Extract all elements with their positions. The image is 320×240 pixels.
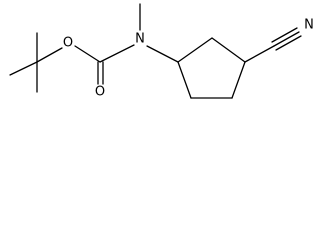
nitrile-group	[244, 27, 302, 63]
tert-butyl-group	[9, 32, 63, 93]
bond-ester-oxygen-to-carbonyl	[74, 45, 101, 63]
bond-ring-to-nitrile-carbon	[244, 45, 275, 63]
bond-tbu-to-ester-oxygen	[36, 47, 63, 63]
structural-formula: O O N N	[9, 3, 314, 100]
amine-nitrogen-label: N	[135, 32, 145, 47]
nitrile-nitrogen-label: N	[304, 18, 314, 33]
ester-oxygen-label: O	[63, 36, 73, 51]
atom-labels: O O N N	[63, 18, 314, 100]
bond-carbonyl-to-nitrogen	[99, 44, 135, 63]
ring-bond-1	[177, 37, 213, 63]
carbamate-group	[74, 44, 135, 85]
bond-nitrogen-to-ring	[146, 45, 179, 63]
n-methyl-group	[139, 3, 179, 63]
ring-bond-2	[211, 37, 246, 63]
carbonyl-oxygen-label: O	[95, 85, 105, 100]
triple-bond-c	[275, 35, 302, 51]
ring-bond-3	[231, 61, 246, 99]
cyclopentane-ring	[177, 37, 246, 99]
triple-bond-b	[273, 31, 300, 47]
triple-bond-a	[271, 27, 298, 43]
ring-bond-5	[177, 61, 192, 99]
bond-tbu-methyl-left	[9, 61, 38, 76]
